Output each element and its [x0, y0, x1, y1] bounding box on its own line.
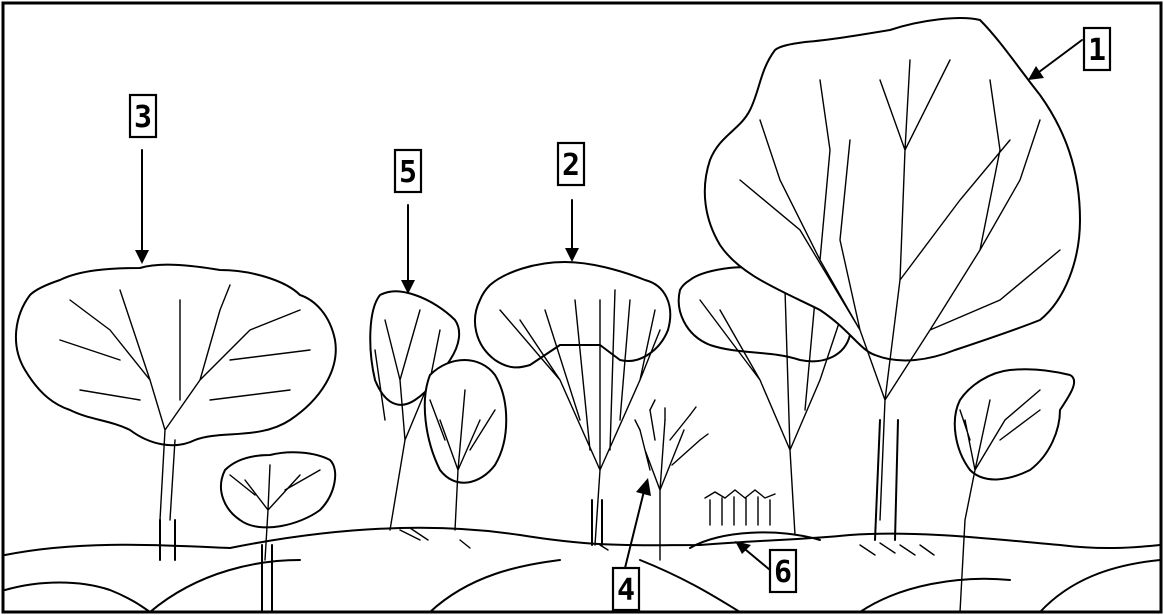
label-3-text: 3: [134, 100, 152, 135]
label-2-text: 2: [562, 148, 580, 183]
arrowhead-3: [135, 250, 149, 264]
ground: [5, 528, 1160, 612]
label-1-text: 1: [1088, 33, 1106, 68]
tree-6: [705, 490, 775, 525]
tree-4: [635, 400, 708, 560]
label-1: 1: [1084, 28, 1110, 70]
arrowhead-4: [636, 478, 651, 496]
label-5-text: 5: [399, 155, 417, 190]
label-4-text: 4: [617, 573, 635, 608]
label-2: 2: [558, 143, 584, 185]
tree-far-right: [955, 369, 1074, 612]
arrow-4: [625, 487, 645, 568]
tree-small-left: [221, 452, 335, 612]
label-3: 3: [130, 95, 156, 137]
label-5: 5: [395, 150, 421, 192]
label-6: 6: [770, 550, 796, 592]
arrow-1: [1035, 40, 1082, 75]
label-6-text: 6: [774, 555, 792, 590]
arrowhead-1: [1028, 66, 1044, 80]
label-4: 4: [613, 568, 639, 610]
arrowhead-2: [565, 248, 579, 262]
